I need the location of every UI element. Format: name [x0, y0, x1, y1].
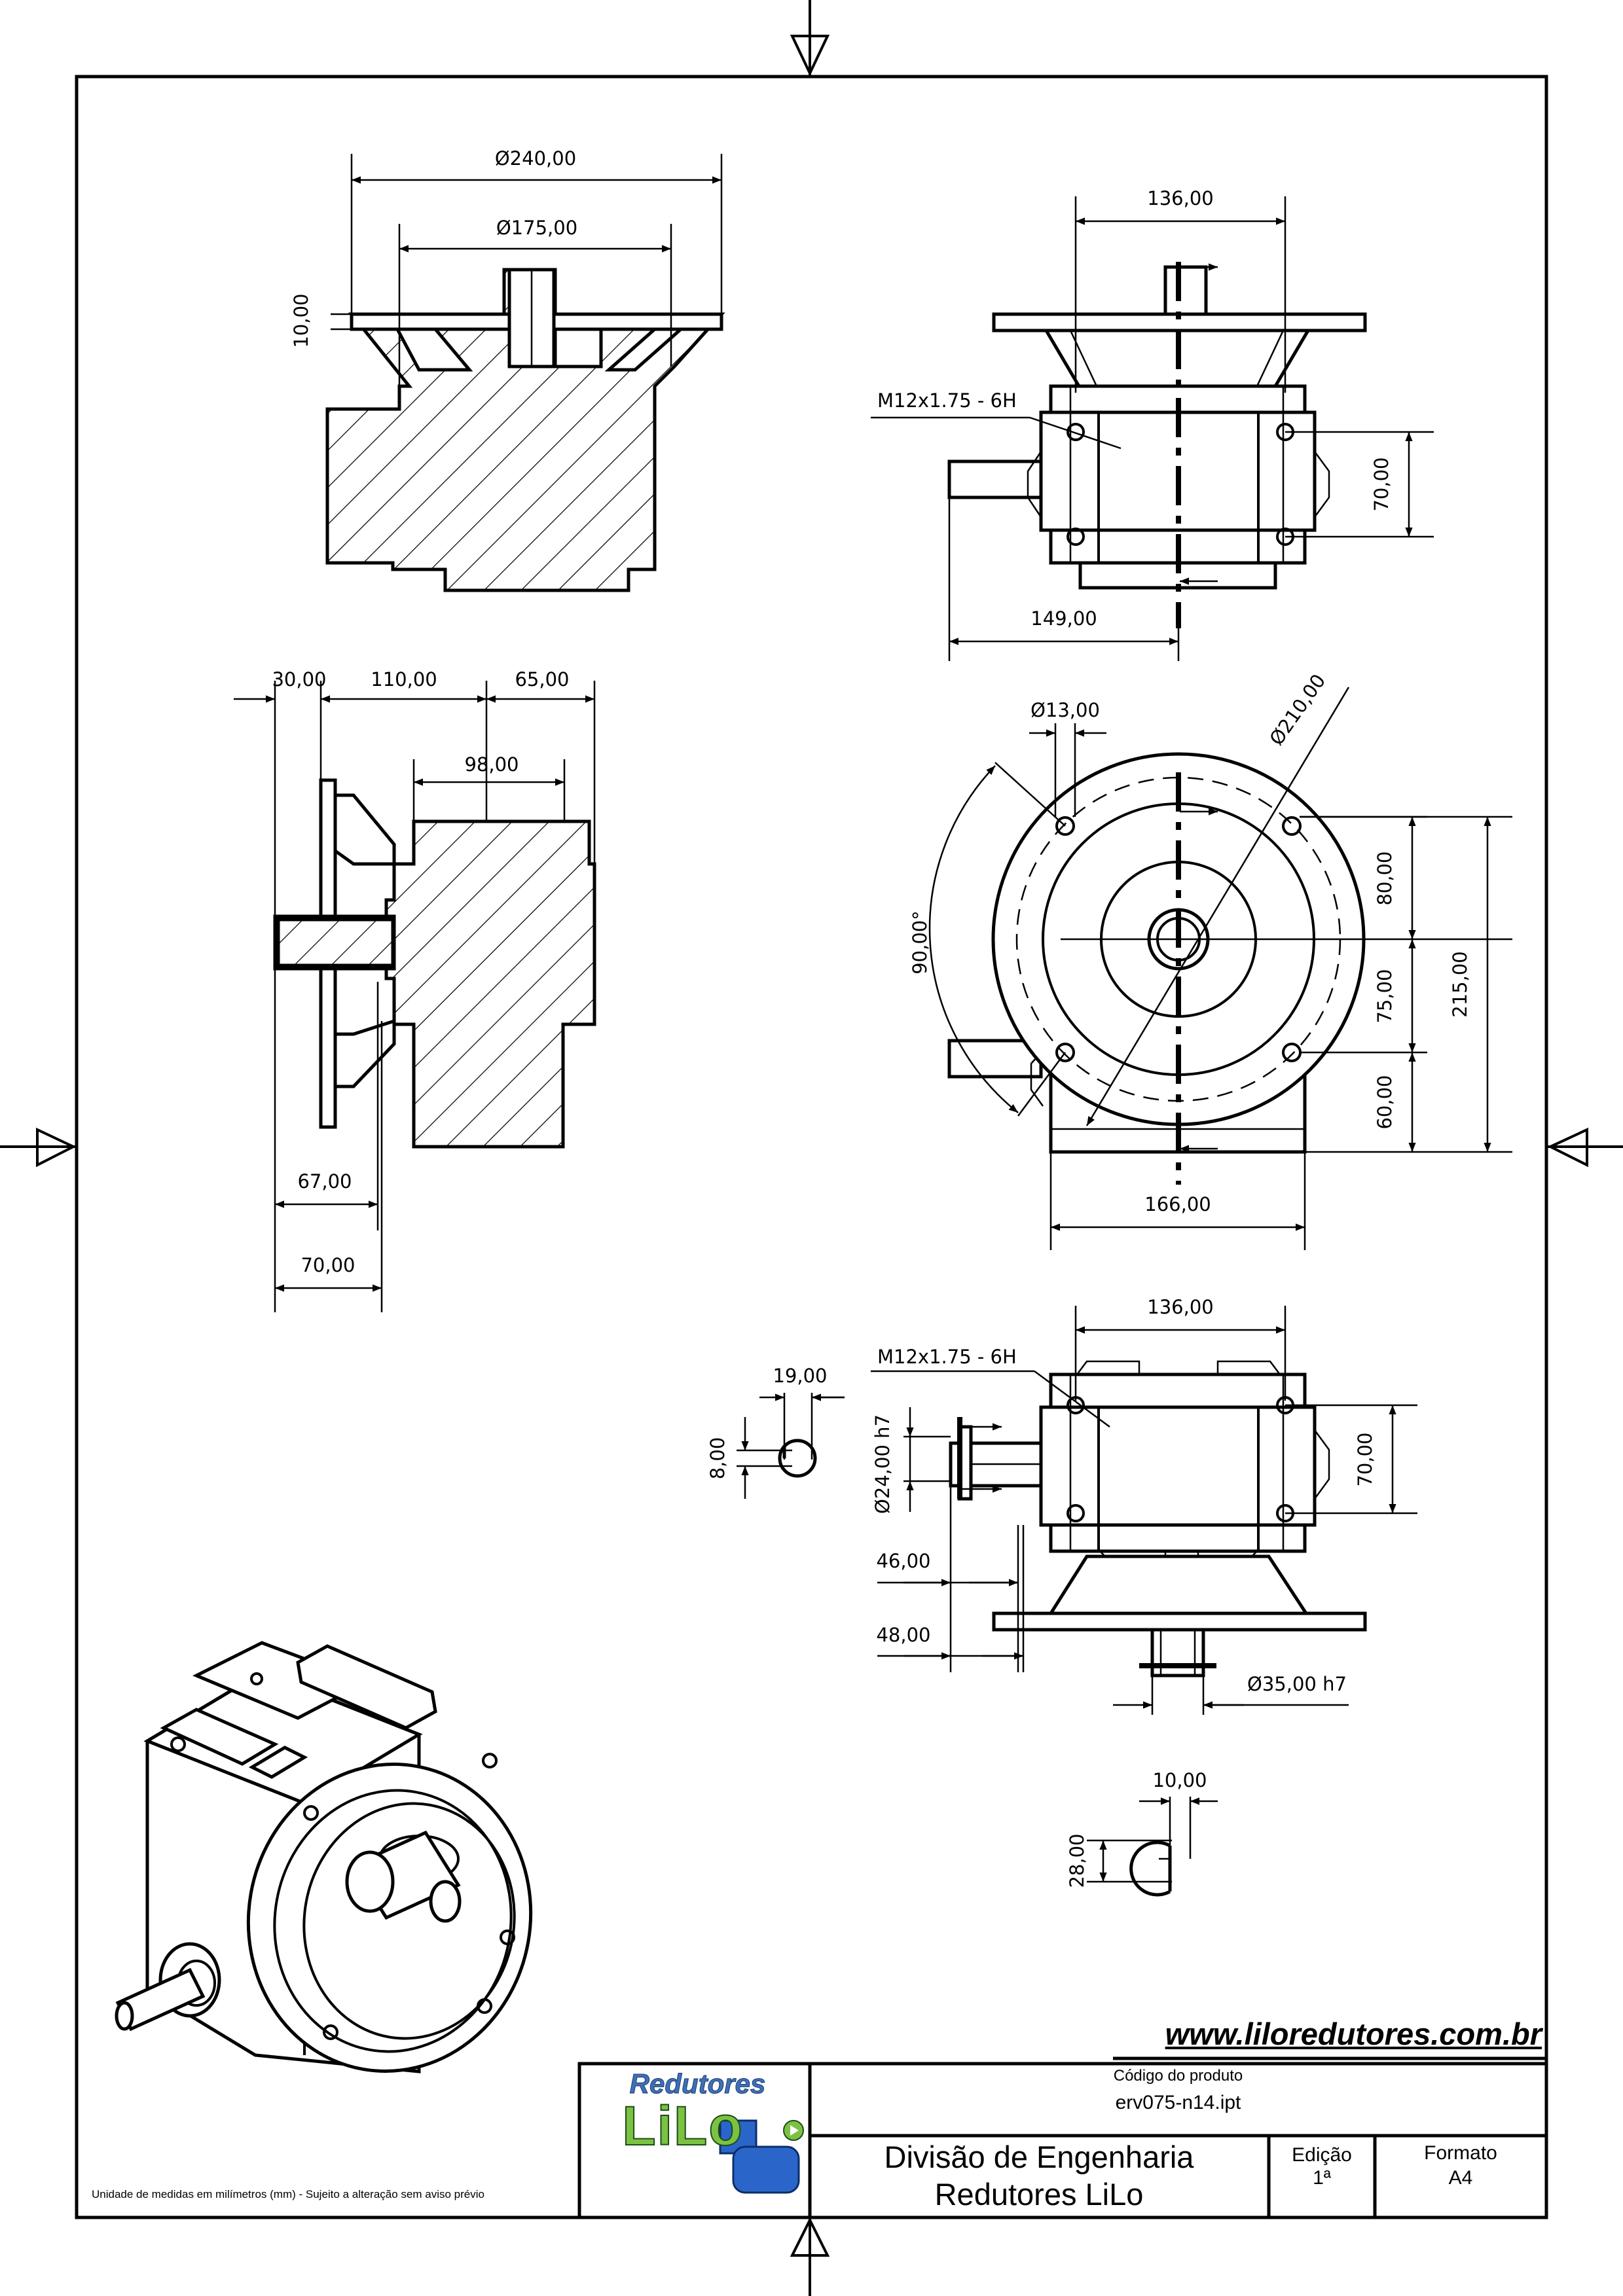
- dim-d175: Ø175,00: [398, 217, 672, 393]
- dim-d240-label: Ø240,00: [495, 147, 576, 170]
- dim-d13-label: Ø13,00: [1030, 699, 1100, 721]
- format-value: A4: [1448, 2167, 1473, 2189]
- dim-70-bottom-label: 70,00: [1354, 1432, 1376, 1486]
- dim-30-label: 30,00: [272, 668, 326, 691]
- dim-key8-label: 8,00: [706, 1437, 729, 1480]
- dim-h70-top-label: 70,00: [1370, 457, 1393, 511]
- dim-shaft24: Ø24,00 h7: [871, 1407, 951, 1514]
- dim-key10-label: 10,00: [1152, 1769, 1207, 1791]
- lilo-logo: Redutores LiLo: [585, 2068, 811, 2215]
- dim-w136-top-label: 136,00: [1147, 187, 1213, 209]
- dim-65-label: 65,00: [515, 668, 569, 691]
- dim-shaft24-label: Ø24,00 h7: [871, 1414, 894, 1514]
- dim-60-label: 60,00: [1374, 1075, 1396, 1129]
- dim-w166: 166,00: [1049, 1152, 1306, 1250]
- units-note: Unidade de medidas em milímetros (mm) - …: [92, 2188, 484, 2200]
- dim-75-label: 75,00: [1374, 969, 1396, 1023]
- dim-t10: 10,00: [290, 293, 352, 348]
- dim-166-label: 166,00: [1144, 1193, 1211, 1215]
- dim-ang90-label: 90,00°: [909, 910, 931, 975]
- dim-key28-label: 28,00: [1066, 1833, 1088, 1888]
- front-view-top: [947, 262, 1367, 628]
- dim-w136-bottom-label: 136,00: [1147, 1296, 1213, 1318]
- dim-h70-top: 70,00: [1285, 431, 1434, 538]
- format-label: Formato: [1424, 2142, 1497, 2164]
- dim-d13: Ø13,00: [1029, 699, 1106, 817]
- dim-98-label: 98,00: [464, 753, 519, 776]
- division-line2: Redutores LiLo: [934, 2177, 1144, 2212]
- dim-w136-top: 136,00: [1074, 187, 1286, 393]
- division-line1: Divisão de Engenharia: [884, 2140, 1194, 2174]
- dim-t10-label: 10,00: [290, 293, 312, 348]
- dim-110-label: 110,00: [371, 668, 437, 691]
- dim-d240: Ø240,00: [350, 147, 723, 314]
- dim-w149-label: 149,00: [1030, 607, 1097, 630]
- dim-ang90: 90,00°: [909, 762, 1067, 1117]
- isometric-view: [115, 1641, 533, 2073]
- section-view-top: [325, 268, 725, 592]
- product-code-value: erv075-n14.ipt: [1115, 2092, 1241, 2113]
- dim-key19-label: 19,00: [773, 1365, 827, 1387]
- dim-48-label: 48,00: [876, 1624, 930, 1646]
- dim-shaft35-label: Ø35,00 h7: [1247, 1673, 1347, 1695]
- dim-d48: 48,00: [876, 1525, 1025, 1672]
- thread-top-label: M12x1.75 - 6H: [877, 389, 1017, 412]
- logo-top-text: Redutores: [629, 2068, 766, 2100]
- dim-d46: 46,00: [876, 1486, 1019, 1672]
- thread-callout-bottom: M12x1.75 - 6H: [871, 1346, 1110, 1428]
- title-block: [577, 2056, 1548, 2219]
- dim-shaft35: Ø35,00 h7: [1113, 1673, 1349, 1715]
- section-view-side: [273, 778, 596, 1230]
- dim-w136-bottom: 136,00: [1074, 1296, 1286, 1401]
- keyway-detail-large: 10,00 28,00: [1066, 1769, 1218, 1897]
- edition-value: 1ª: [1313, 2167, 1331, 2189]
- dim-w149: 149,00: [948, 497, 1180, 661]
- flange-view: [947, 752, 1512, 1185]
- dim-d67: 67,00: [274, 969, 378, 1312]
- thread-callout-top: M12x1.75 - 6H: [871, 389, 1122, 450]
- dim-d70-left: 70,00: [275, 1021, 383, 1312]
- logo-main-text: LiLo: [621, 2094, 744, 2157]
- front-view-bottom: [949, 1360, 1367, 1677]
- dim-d210-label: Ø210,00: [1265, 670, 1330, 749]
- thread-bottom-label: M12x1.75 - 6H: [877, 1346, 1017, 1368]
- dim-h70-bottom: 70,00: [1285, 1404, 1417, 1515]
- dim-side-top: 30,00 110,00 65,00: [234, 668, 596, 916]
- motor-logo-icon: [719, 2119, 804, 2194]
- website-link[interactable]: www.liloredutores.com.br: [1165, 2017, 1542, 2051]
- dim-67-label: 67,00: [297, 1170, 352, 1193]
- dim-215-label: 215,00: [1449, 951, 1471, 1017]
- dim-d175-label: Ø175,00: [496, 217, 577, 239]
- dim-70-left-label: 70,00: [301, 1254, 355, 1276]
- dim-46-label: 46,00: [876, 1550, 930, 1572]
- product-code-label: Código do produto: [1113, 2067, 1243, 2085]
- dim-80-label: 80,00: [1374, 851, 1396, 905]
- dim-flange-vertical: 80,00 75,00 215,00 60,00: [1300, 816, 1512, 1153]
- keyway-detail-small: 19,00 8,00: [706, 1365, 845, 1499]
- edition-label: Edição: [1292, 2144, 1352, 2166]
- dim-d98: 98,00: [412, 753, 566, 821]
